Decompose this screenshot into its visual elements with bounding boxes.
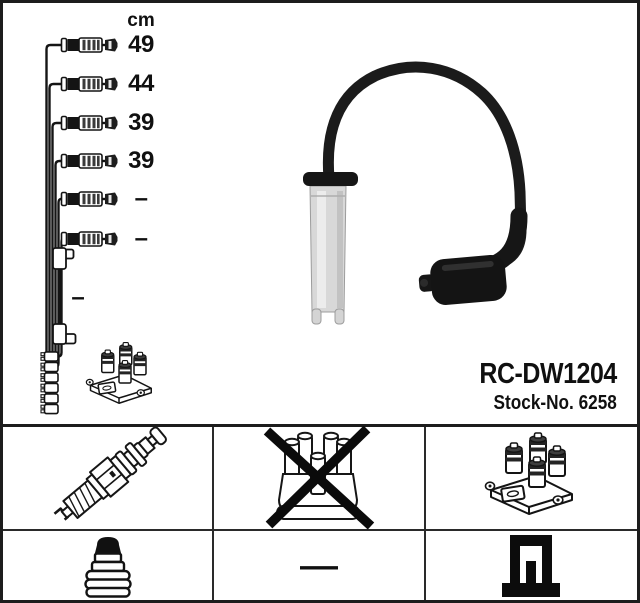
grid-cell-spark-plug xyxy=(3,426,215,531)
ignition-cable-set-diagram xyxy=(40,36,528,415)
cable-length-value: – xyxy=(134,185,148,212)
stock-number: Stock-No. 6258 xyxy=(493,392,617,414)
short-cable xyxy=(52,247,77,345)
ignition-lead-photo xyxy=(303,61,528,325)
compatibility-grid: — xyxy=(3,424,637,600)
coil-side-connector-stack xyxy=(40,351,59,415)
diagram-coil-pack xyxy=(86,343,151,404)
short-cable-length-value: – xyxy=(71,284,85,311)
top-section: cm 49 44 39 39 – – – RC-DW1204 Stock-No.… xyxy=(3,3,637,424)
grid-cell-coil-terminal xyxy=(425,531,637,600)
part-number: RC-DW1204 xyxy=(479,358,618,390)
grid-cell-plug-terminal xyxy=(3,531,215,600)
grid-cell-distributor-cap xyxy=(214,426,426,531)
part-identification: RC-DW1204 Stock-No. 6258 xyxy=(457,358,618,414)
plug-terminal-nut-icon xyxy=(83,536,132,598)
cable-length-value: 44 xyxy=(128,70,154,97)
cable-length-value: 39 xyxy=(128,147,154,174)
cable-length-value: – xyxy=(134,225,148,252)
dash-placeholder: — xyxy=(299,546,338,585)
cable-connectors xyxy=(60,36,119,248)
length-unit-header: cm xyxy=(127,10,155,31)
ignition-coil-pack-icon xyxy=(485,432,574,515)
grid-cell-ignition-coil xyxy=(425,427,637,531)
distributor-cap-crossed-out-icon xyxy=(263,426,375,530)
spark-plug-icon xyxy=(53,426,167,521)
grid-cell-empty: — xyxy=(214,531,426,600)
cable-length-value: 49 xyxy=(128,31,154,58)
coil-terminal-icon xyxy=(502,534,561,597)
cable-length-value: 39 xyxy=(128,109,154,136)
